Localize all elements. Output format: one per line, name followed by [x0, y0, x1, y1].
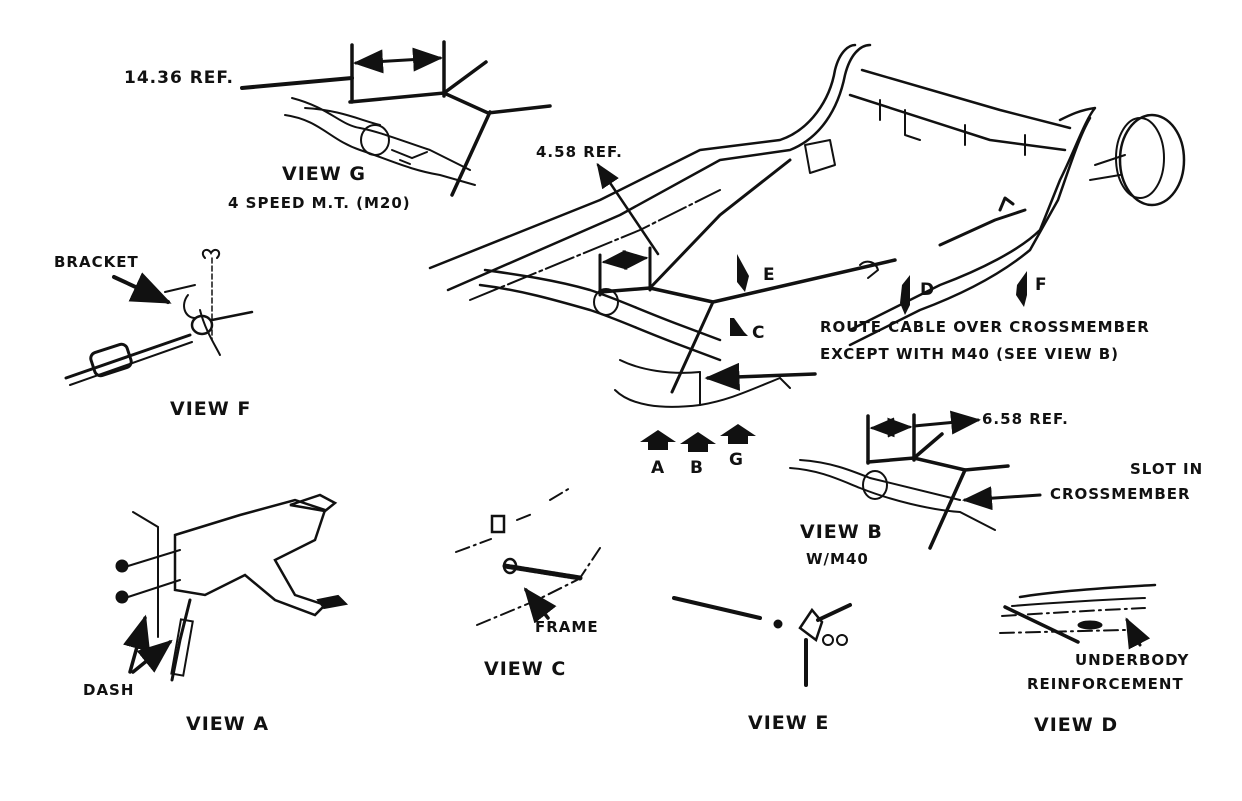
- view-d-illustration: [999, 583, 1157, 650]
- view-f-illustration: [64, 248, 254, 386]
- cable: [348, 91, 552, 115]
- view-e-illustration: [672, 596, 852, 687]
- view-g-dimension-label: 14.36 REF.: [124, 68, 234, 88]
- frame-callout-arrow: [523, 587, 557, 624]
- pedal-assembly: [173, 498, 328, 617]
- view-b-illustration: [789, 410, 1042, 550]
- cable-retainer: [490, 514, 506, 534]
- view-indicator-arrows: [640, 254, 1027, 452]
- reinforcement-callout-line-1: UNDERBODY: [1075, 651, 1190, 669]
- view-arrow-d: [900, 275, 910, 315]
- body-mount: [804, 139, 836, 174]
- view-c-illustration: [455, 487, 601, 626]
- view-arrow-f: [1016, 271, 1027, 307]
- crossmember-boss: [360, 124, 390, 156]
- reinforcement-callout-arrow: [1125, 617, 1151, 650]
- view-b-subtitle: W/M40: [806, 550, 869, 568]
- front-cable: [598, 258, 897, 304]
- note-leader-arrow: [704, 362, 817, 391]
- brake-drum: [1118, 113, 1186, 207]
- view-a-illustration: [115, 493, 349, 682]
- view-f-title: VIEW F: [170, 398, 252, 420]
- main-dimension-label: 4.58 REF.: [536, 143, 623, 161]
- view-g-illustration: [240, 40, 552, 197]
- left-frame-rail: [428, 43, 857, 270]
- view-arrow-b: [680, 432, 716, 452]
- main-frame-illustration: [428, 43, 1186, 408]
- slot-callout-line-2: CROSSMEMBER: [1050, 485, 1191, 503]
- front-crossmember: [478, 268, 722, 362]
- view-b-title: VIEW B: [800, 521, 883, 543]
- cable-clip: [89, 342, 133, 378]
- view-arrow-label-a: A: [651, 458, 666, 478]
- cable-down: [450, 110, 492, 197]
- view-g-subtitle: 4 SPEED M.T. (M20): [228, 194, 411, 212]
- dash-callout: DASH: [83, 681, 135, 699]
- view-arrow-e: [737, 254, 749, 292]
- bracket-arrow: [112, 272, 172, 304]
- retainer-clip-icon: [201, 248, 221, 259]
- dimension-leader-4-58: [596, 162, 660, 256]
- cable-threaded-end: [672, 596, 762, 620]
- dimension-arrow: [353, 47, 443, 74]
- slot-callout-line-1: SLOT IN: [1130, 460, 1204, 478]
- routing-note-line-1: ROUTE CABLE OVER CROSSMEMBER: [820, 318, 1150, 336]
- cable-branch: [442, 60, 488, 95]
- view-arrow-g: [720, 424, 756, 444]
- view-g-title: VIEW G: [282, 163, 366, 185]
- dimension-arrow: [601, 249, 649, 271]
- view-arrow-label-g: G: [729, 450, 744, 470]
- dimension-leader-6-58: [912, 410, 981, 435]
- view-arrow-c: [730, 318, 748, 336]
- view-arrow-label-e: E: [763, 265, 776, 285]
- view-d-title: VIEW D: [1034, 714, 1119, 736]
- view-e-title: VIEW E: [748, 712, 830, 734]
- view-b-dimension-label: 6.58 REF.: [982, 410, 1069, 428]
- view-arrow-label-c: C: [752, 323, 766, 343]
- view-arrow-a: [640, 430, 676, 450]
- right-frame-rail: [848, 106, 1097, 332]
- equalizer: [798, 607, 824, 643]
- view-arrow-label-d: D: [920, 280, 936, 300]
- dimension-arrow: [869, 417, 913, 438]
- rear-crossmember: [848, 68, 1072, 152]
- dash-callout-arrow-2: [131, 639, 173, 674]
- crossmember: [284, 97, 476, 186]
- front-cable-down: [670, 300, 715, 394]
- intermediate-cable: [648, 158, 792, 290]
- dimension-leader-14-36: [240, 76, 354, 90]
- reinforcement-callout-line-2: REINFORCEMENT: [1027, 675, 1184, 693]
- view-arrow-label-f: F: [1035, 275, 1048, 295]
- view-arrow-label-b: B: [690, 458, 704, 478]
- bracket-callout: BRACKET: [54, 253, 139, 271]
- view-a-title: VIEW A: [186, 713, 270, 735]
- slot-callout-arrow: [962, 486, 1042, 511]
- view-c-title: VIEW C: [484, 658, 567, 680]
- routing-note-line-2: EXCEPT WITH M40 (SEE VIEW B): [820, 345, 1120, 363]
- frame-callout: FRAME: [535, 618, 599, 636]
- dash-panel: [132, 511, 159, 638]
